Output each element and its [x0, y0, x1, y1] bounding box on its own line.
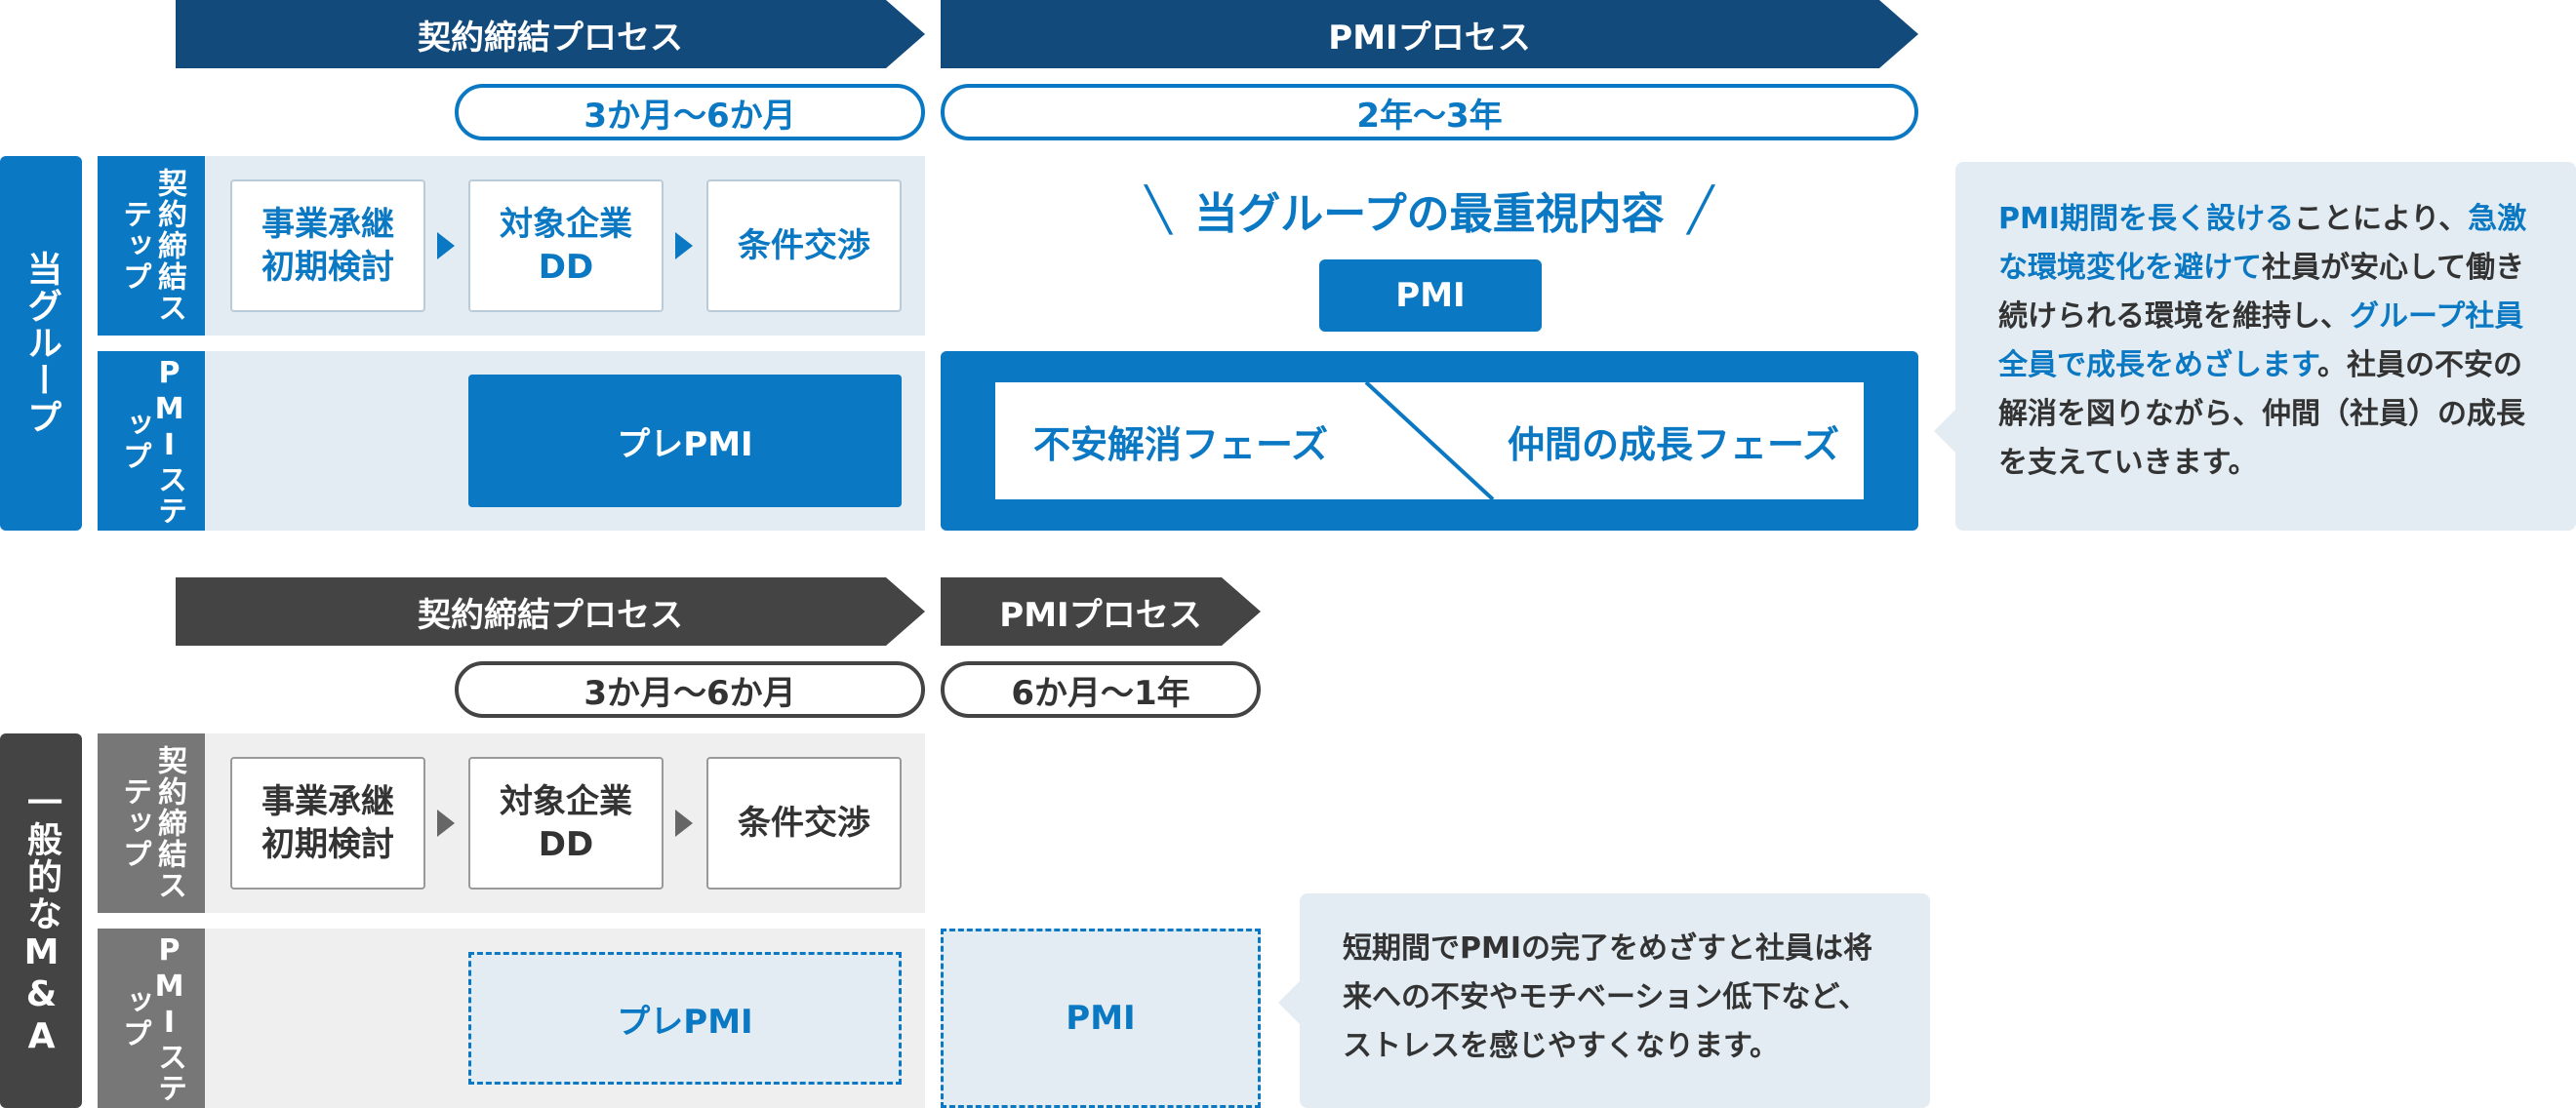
focus-title: ╲ 当グループの最重視内容 ╱ [941, 176, 1918, 244]
slash-left-icon: ╲ [1145, 184, 1172, 235]
step-label-text: PMIステップ [117, 932, 186, 1104]
step-arrow-icon [437, 232, 455, 259]
contract-process-arrow-bottom: 契約締結プロセス [176, 577, 925, 646]
step-box-3-bottom: 条件交渉 [706, 757, 902, 890]
step-box-1-top: 事業承継初期検討 [230, 179, 425, 312]
note-segment: グループ社員全員で成長をめざします [1998, 299, 2524, 382]
contract-duration-pill-bottom: 3か月〜6か月 [455, 661, 925, 718]
contract-duration-pill-top: 3か月〜6か月 [455, 84, 925, 140]
contract-step-label-top: 契約締結ステップ [98, 156, 205, 336]
note-pointer-icon [1934, 410, 1955, 453]
contract-process-label: 契約締結プロセス [418, 18, 683, 58]
side-label-general: 一般的なM&A [0, 733, 82, 1108]
contract-process-arrow-top: 契約締結プロセス [176, 0, 925, 68]
step-text: 事業承継初期検討 [262, 205, 394, 287]
pmi-duration-pill-bottom: 6か月〜1年 [941, 661, 1261, 718]
note-top: PMI期間を長く設けることにより、急激な環境変化を避けて社員が安心して働き続けら… [1955, 162, 2576, 531]
note-segment: PMI期間を長く設ける [1998, 202, 2295, 236]
note-bottom: 短期間でPMIの完了をめざすと社員は将来への不安やモチベーション低下など、ストレ… [1300, 893, 1930, 1108]
pre-pmi-box-bottom: プレPMI [468, 952, 902, 1085]
note-segment: 急激な環境変化を避けて [1998, 202, 2527, 285]
step-box-2-bottom: 対象企業DD [468, 757, 664, 890]
phase-left-text: 不安解消フェーズ [1032, 422, 1329, 466]
pre-pmi-text: プレPMI [617, 1002, 753, 1042]
step-arrow-icon [675, 810, 693, 837]
pmi-step-label-top: PMIステップ [98, 351, 205, 531]
note-segment: 。社員の不安の解消を図りながら、仲間（社員）の成長を支えていきます。 [1998, 348, 2525, 480]
step-label-text: PMIステップ [117, 355, 186, 527]
step-arrow-icon [437, 810, 455, 837]
phase-right-text: 仲間の成長フェーズ [1507, 422, 1840, 466]
pmi-duration-pill-top: 2年〜3年 [941, 84, 1918, 140]
phase-inner-box: 不安解消フェーズ 仲間の成長フェーズ [995, 382, 1864, 499]
badge-text: PMI [1395, 276, 1466, 315]
pmi-step-label-bottom: PMIステップ [98, 929, 205, 1108]
focus-title-text: 当グループの最重視内容 [1194, 189, 1665, 239]
step-text: 条件交渉 [738, 226, 870, 265]
note-text: 短期間でPMIの完了をめざすと社員は将来への不安やモチベーション低下など、ストレ… [1343, 931, 1873, 1063]
step-label-text: 契約締結ステップ [117, 168, 186, 324]
phase-divider-icon [1364, 382, 1495, 499]
step-arrow-icon [675, 232, 693, 259]
step-box-1-bottom: 事業承継初期検討 [230, 757, 425, 890]
note-pointer-icon [1278, 981, 1300, 1024]
step-text: 対象企業DD [500, 205, 632, 287]
pmi-process-label: PMIプロセス [999, 595, 1202, 635]
side-label-our-group: 当グループ [0, 156, 82, 531]
phase-left: 不安解消フェーズ [995, 382, 1366, 499]
step-box-2-top: 対象企業DD [468, 179, 664, 312]
note-segment: ことにより、 [2294, 202, 2469, 236]
pmi-duration-text: 6か月〜1年 [1011, 673, 1190, 713]
contract-step-label-bottom: 契約締結ステップ [98, 733, 205, 913]
side-label-text: 一般的なM&A [21, 783, 61, 1058]
step-text: 対象企業DD [500, 782, 632, 864]
pmi-text: PMI [1066, 999, 1136, 1038]
phase-right: 仲間の成長フェーズ [1483, 382, 1864, 499]
contract-duration-text: 3か月〜6か月 [584, 96, 796, 136]
slash-right-icon: ╱ [1687, 184, 1714, 235]
focus-pmi-badge: PMI [1319, 259, 1542, 332]
pmi-process-arrow-top: PMIプロセス [941, 0, 1918, 68]
pmi-process-arrow-bottom: PMIプロセス [941, 577, 1261, 646]
step-label-text: 契約締結ステップ [117, 745, 186, 901]
contract-process-label: 契約締結プロセス [418, 595, 683, 635]
pmi-box-bottom: PMI [941, 929, 1261, 1108]
step-text: 条件交渉 [738, 804, 870, 843]
pmi-process-label: PMIプロセス [1328, 18, 1531, 58]
step-text: 事業承継初期検討 [262, 782, 394, 864]
pmi-duration-text: 2年〜3年 [1356, 96, 1503, 136]
side-label-text: 当グループ [21, 251, 61, 436]
step-box-3-top: 条件交渉 [706, 179, 902, 312]
note-segment: 社員が安心して働き続けられる環境を維持し、 [1998, 251, 2525, 334]
pre-pmi-box-top: プレPMI [468, 375, 902, 507]
contract-duration-text: 3か月〜6か月 [584, 673, 796, 713]
pre-pmi-text: プレPMI [617, 424, 753, 464]
